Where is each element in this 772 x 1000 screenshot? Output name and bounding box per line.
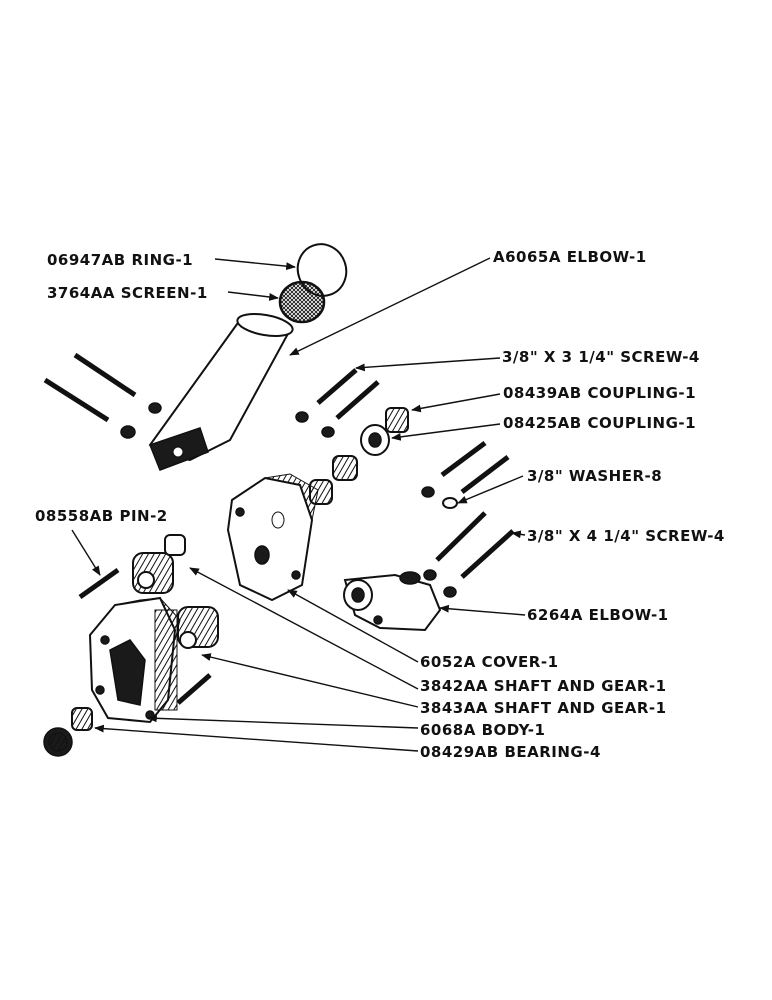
- label-screw-long: 3/8" X 4 1/4" SCREW-4: [527, 527, 725, 545]
- label-washer: 3/8" WASHER-8: [527, 467, 662, 485]
- screen-part: [278, 280, 326, 324]
- coupling-parts: [309, 407, 409, 505]
- top-elbow-part: [148, 313, 294, 471]
- label-screw-short: 3/8" X 3 1/4" SCREW-4: [502, 348, 700, 366]
- pin-parts: [78, 567, 212, 705]
- bottom-elbow-part: [343, 571, 442, 632]
- leader-lines: [71, 257, 526, 752]
- label-shaft-gear-2: 3843AA SHAFT AND GEAR-1: [420, 699, 667, 717]
- label-shaft-gear-1: 3842AA SHAFT AND GEAR-1: [420, 677, 667, 695]
- cover-part: [226, 473, 319, 602]
- body-part: [88, 596, 181, 724]
- label-screen: 3764AA SCREEN-1: [47, 284, 208, 302]
- label-coupling-2: 08425AB COUPLING-1: [503, 414, 696, 432]
- shaft-gear-2-part: [177, 606, 219, 649]
- label-elbow-top: A6065A ELBOW-1: [493, 248, 647, 266]
- right-bolts-washers: [421, 440, 515, 598]
- shaft-gear-1-part: [132, 534, 186, 594]
- short-screws: [295, 368, 380, 438]
- label-body: 6068A BODY-1: [420, 721, 545, 739]
- label-ring: 06947AB RING-1: [47, 251, 193, 269]
- bearing-parts: [43, 707, 93, 757]
- label-cover: 6052A COVER-1: [420, 653, 559, 671]
- left-bolts: [43, 352, 162, 439]
- label-bearing: 08429AB BEARING-4: [420, 743, 601, 761]
- label-coupling-1: 08439AB COUPLING-1: [503, 384, 696, 402]
- label-pin: 08558AB PIN-2: [35, 507, 168, 525]
- label-elbow-bottom: 6264A ELBOW-1: [527, 606, 669, 624]
